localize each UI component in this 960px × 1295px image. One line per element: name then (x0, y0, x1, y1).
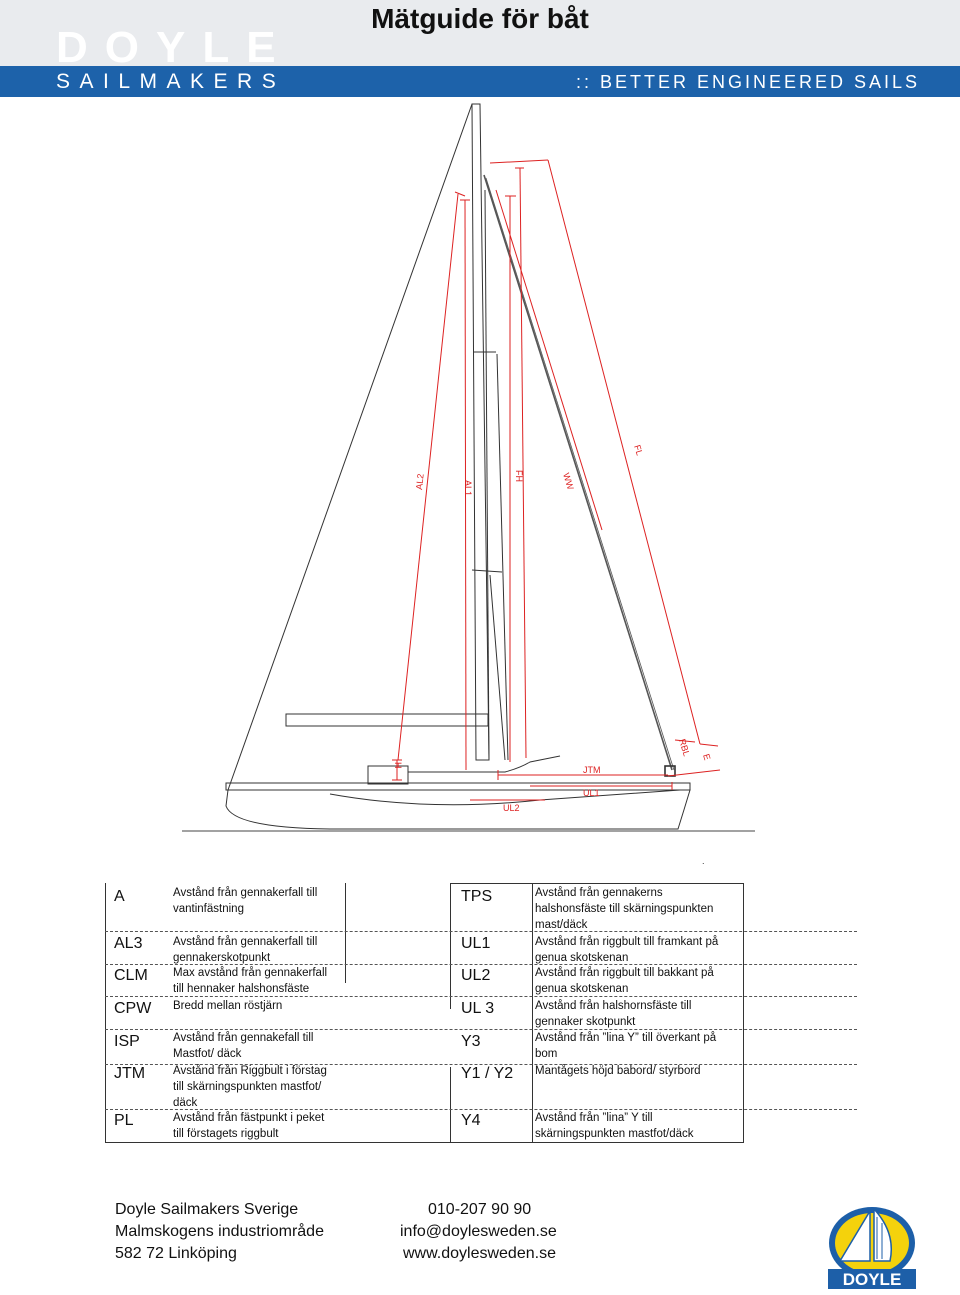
company-name: Doyle Sailmakers Sverige (115, 1201, 299, 1218)
header: DOYLE SAILMAKERS :: BETTER ENGINEERED SA… (0, 0, 960, 97)
legend-box-top (450, 883, 744, 884)
row-separator (105, 964, 857, 965)
page-mark: . (702, 856, 705, 866)
label-h: H (393, 762, 403, 769)
legend-code-ul3: UL 3 (461, 1000, 495, 1017)
legend-code-cpw: CPW (114, 1000, 152, 1017)
label-e: E (701, 753, 712, 762)
boat-measurement-diagram: AL2 AL1 FH WW FL RBL E JTM UL1 UL2 H (182, 103, 755, 832)
legend-desc-y1-y2: Mantågets höjd babord/ styrbord (535, 1065, 701, 1077)
legend-code-y3: Y3 (461, 1033, 481, 1050)
row-separator (105, 996, 857, 997)
legend-code-y4: Y4 (461, 1112, 481, 1129)
row-separator (105, 1109, 857, 1110)
legend-code-ul1: UL1 (461, 935, 491, 952)
legend-code-a: A (114, 888, 125, 905)
legend-code-al3: AL3 (114, 935, 143, 952)
footer: Doyle Sailmakers Sverige Malmskogens ind… (0, 1195, 960, 1295)
brand-subtitle: SAILMAKERS (56, 70, 286, 93)
doyle-logo: DOYLE (828, 1207, 916, 1289)
brand-name: DOYLE (56, 23, 293, 72)
legend-box-left-upper (450, 883, 451, 1009)
legend-desc-cpw: Bredd mellan röstjärn (173, 1000, 283, 1012)
brand-tagline: :: BETTER ENGINEERED SAILS (575, 72, 920, 92)
sail-outline (227, 103, 473, 791)
company-street: Malmskogens industriområde (115, 1223, 324, 1240)
legend-code-pl: PL (114, 1112, 134, 1129)
dimension-lines (392, 159, 721, 801)
mast (471, 103, 509, 761)
legend-code-jtm: JTM (114, 1065, 146, 1082)
headstay (483, 174, 676, 777)
legend-left-border (105, 883, 106, 1143)
legend-left-divider (345, 883, 346, 983)
company-email[interactable]: info@doylesweden.se (400, 1223, 557, 1240)
boom (285, 713, 489, 727)
label-fl: FL (632, 444, 645, 457)
row-separator (105, 1029, 857, 1030)
legend-code-clm: CLM (114, 967, 148, 984)
logo-wordmark: DOYLE (843, 1270, 902, 1289)
legend-code-y1-y2: Y1 / Y2 (461, 1065, 514, 1082)
row-separator (105, 931, 857, 932)
row-separator (105, 1064, 857, 1065)
label-fh: FH (514, 470, 524, 482)
legend-box-divider (532, 883, 533, 1143)
label-ww: WW (561, 472, 576, 492)
legend-code-ul2: UL2 (461, 967, 491, 984)
legend-bottom (105, 1142, 744, 1143)
label-al1: AL1 (463, 480, 473, 496)
company-city: 582 72 Linköping (115, 1245, 237, 1262)
brand-band (0, 66, 960, 97)
label-al2: AL2 (414, 473, 426, 490)
company-phone: 010-207 90 90 (428, 1201, 532, 1218)
page-title: Mätguide för båt (371, 3, 589, 34)
hull (182, 755, 755, 832)
legend-box-left-lower (450, 1067, 451, 1143)
label-jtm: JTM (583, 765, 601, 775)
legend-code-tps: TPS (461, 888, 493, 905)
legend-code-isp: ISP (114, 1033, 140, 1050)
label-rbl: RBL (677, 738, 692, 758)
legend-box-right (743, 883, 744, 1143)
label-ul1: UL1 (583, 788, 600, 798)
label-ul2: UL2 (503, 803, 520, 813)
company-website[interactable]: www.doylesweden.se (403, 1245, 556, 1262)
